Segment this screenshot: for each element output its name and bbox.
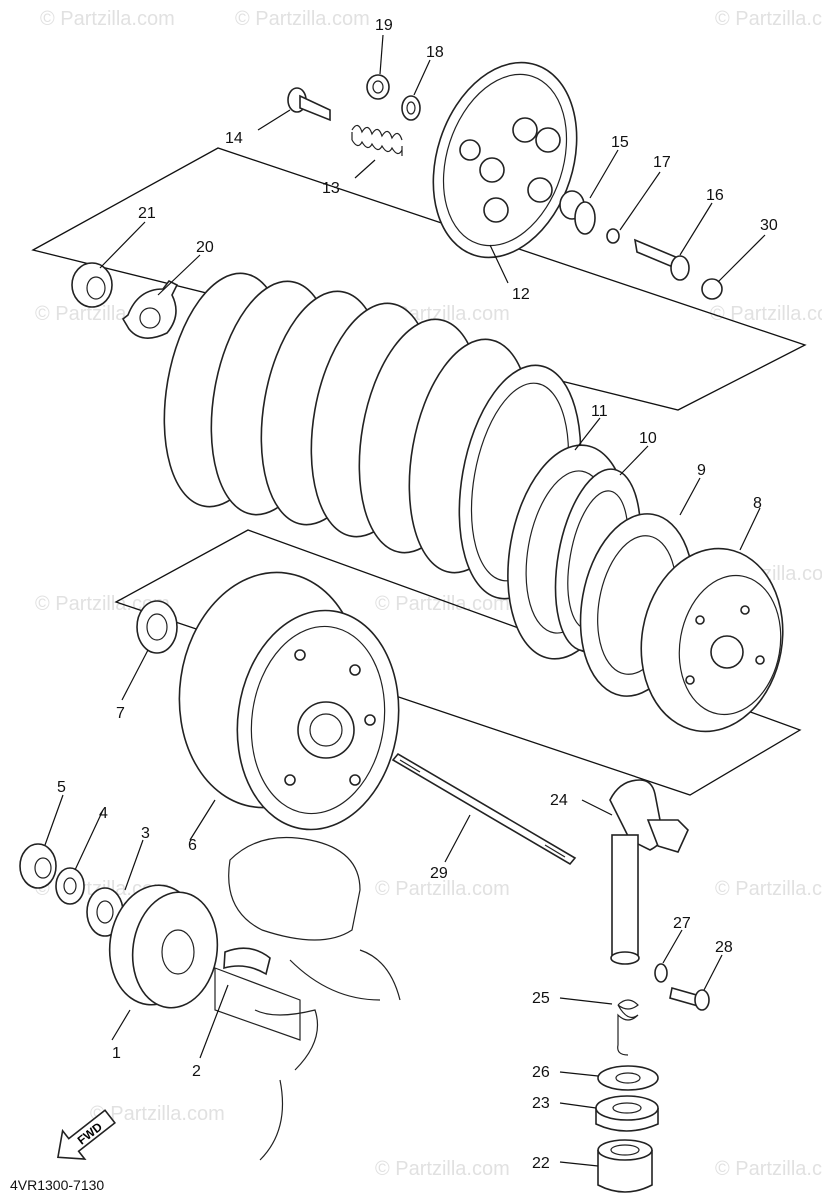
- callout-23: 23: [532, 1095, 550, 1112]
- watermark: © Partzilla.com: [715, 8, 822, 30]
- callout-28: 28: [715, 939, 733, 956]
- callout-2: 2: [192, 1063, 201, 1080]
- part-25-spring: [617, 999, 639, 1056]
- watermark: © Partzilla.com: [40, 8, 175, 30]
- callout-27: 27: [673, 915, 691, 932]
- part-30-ball: [701, 278, 723, 300]
- part-28-screw: [669, 986, 710, 1011]
- callout-7: 7: [116, 705, 125, 722]
- part-8-clutch-boss: [640, 547, 784, 733]
- part-15-push-rod: [559, 190, 596, 235]
- callout-24: 24: [550, 792, 568, 809]
- watermark: © Partzilla.com: [375, 593, 510, 615]
- watermark: © Partzilla.com: [35, 593, 170, 615]
- callout-leaders: [44, 34, 766, 1167]
- part-20-lock-washer: [121, 279, 179, 339]
- callout-22: 22: [532, 1155, 550, 1172]
- callout-29: 29: [430, 865, 448, 882]
- callout-9: 9: [697, 462, 706, 479]
- part-19-nut: [366, 74, 390, 100]
- callout-6: 6: [188, 837, 197, 854]
- part-17-o-ring: [606, 228, 620, 244]
- part-4-washer: [55, 867, 85, 905]
- callout-17: 17: [653, 154, 671, 171]
- part-23-bearing: [595, 1095, 659, 1132]
- part-1-primary-drive-gear: [108, 884, 219, 1009]
- callout-1: 1: [112, 1045, 121, 1062]
- part-26-washer: [597, 1065, 659, 1091]
- callout-5: 5: [57, 779, 66, 796]
- part-6-clutch-housing: [178, 571, 400, 831]
- part-12-pressure-plate: [432, 61, 578, 259]
- part-2-key: [223, 947, 271, 976]
- part-7-thrust-washer: [136, 600, 178, 654]
- part-22-needle-bearing: [597, 1139, 653, 1193]
- callout-13: 13: [322, 180, 340, 197]
- watermark: © Partzilla.com: [375, 1158, 510, 1180]
- watermark: © Partzilla.com: [715, 878, 822, 900]
- callout-15: 15: [611, 134, 629, 151]
- callout-25: 25: [532, 990, 550, 1007]
- callout-11: 11: [591, 403, 608, 420]
- callout-19: 19: [375, 17, 393, 34]
- callout-18: 18: [426, 44, 444, 61]
- clutch-plate-stack: [163, 272, 582, 600]
- watermark: © Partzilla.com: [710, 303, 822, 325]
- part-16-push-rod-bolt: [633, 238, 690, 281]
- lower-assembly-frame: [114, 529, 802, 796]
- callout-12: 12: [512, 286, 530, 303]
- callout-4: 4: [99, 805, 108, 822]
- part-27-washer: [654, 963, 668, 983]
- part-18-washer: [401, 95, 421, 121]
- part-13-spring: [351, 124, 403, 156]
- watermark: © Partzilla.com: [375, 878, 510, 900]
- callout-21: 21: [138, 205, 156, 222]
- part-5-nut: [19, 843, 57, 889]
- callout-numbers: 1 2 3 4 5 6 7 8 9 10 11 12 13 14 15 16 1…: [57, 17, 778, 1172]
- part-21-nut: [71, 262, 113, 308]
- callout-10: 10: [639, 430, 657, 447]
- callout-8: 8: [753, 495, 762, 512]
- part-29-push-lever-shaft: [391, 752, 577, 866]
- watermark: © Partzilla.com: [90, 1103, 225, 1125]
- callout-30: 30: [760, 217, 778, 234]
- part-14-bolt: [287, 87, 331, 122]
- drawing-code: 4VR1300-7130: [10, 1177, 104, 1193]
- callout-26: 26: [532, 1064, 550, 1081]
- callout-14: 14: [225, 130, 243, 147]
- part-24-push-lever: [609, 779, 689, 965]
- callout-16: 16: [706, 187, 724, 204]
- watermark: © Partzilla.com: [715, 1158, 822, 1180]
- crankshaft-reference: [214, 836, 401, 1161]
- callout-3: 3: [141, 825, 150, 842]
- callout-20: 20: [196, 239, 214, 256]
- watermark: © Partzilla.com: [235, 8, 370, 30]
